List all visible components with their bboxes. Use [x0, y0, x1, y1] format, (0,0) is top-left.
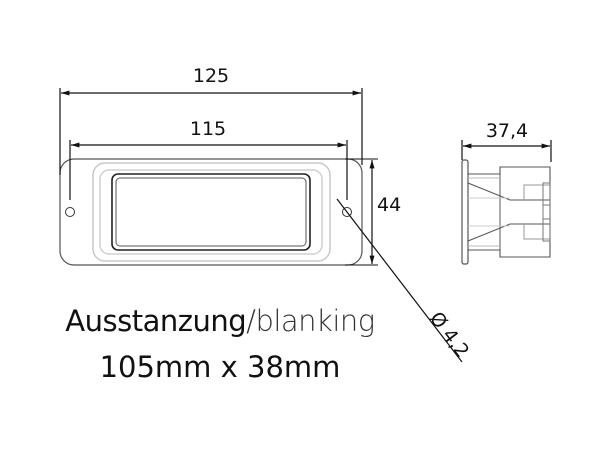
lens-inner — [115, 177, 307, 247]
front-view: 125 115 44 Ø 4,2 — [59, 65, 473, 363]
lens-outer — [111, 173, 311, 251]
flange — [461, 159, 469, 265]
caption-title-light: blanking — [255, 304, 375, 338]
cutout-size: 105mm x 38mm — [99, 350, 341, 384]
side-view: 37,4 — [461, 120, 552, 265]
dim-label-44: 44 — [377, 194, 401, 216]
housing-outline — [59, 158, 363, 266]
dim-label-depth: 37,4 — [486, 120, 528, 142]
dim-label-125: 125 — [193, 65, 229, 87]
cutout-caption-title: Ausstanzung/blanking — [0, 304, 440, 338]
caption-title-bold: Ausstanzung — [65, 304, 247, 338]
dim-label-115: 115 — [190, 118, 226, 140]
bezel-inner — [99, 169, 323, 255]
mounting-hole-right — [342, 207, 352, 217]
hole-diameter-leader — [336, 198, 463, 363]
caption-separator: / — [246, 304, 256, 338]
mounting-hole-left — [65, 207, 75, 217]
bezel-outer — [92, 162, 331, 262]
